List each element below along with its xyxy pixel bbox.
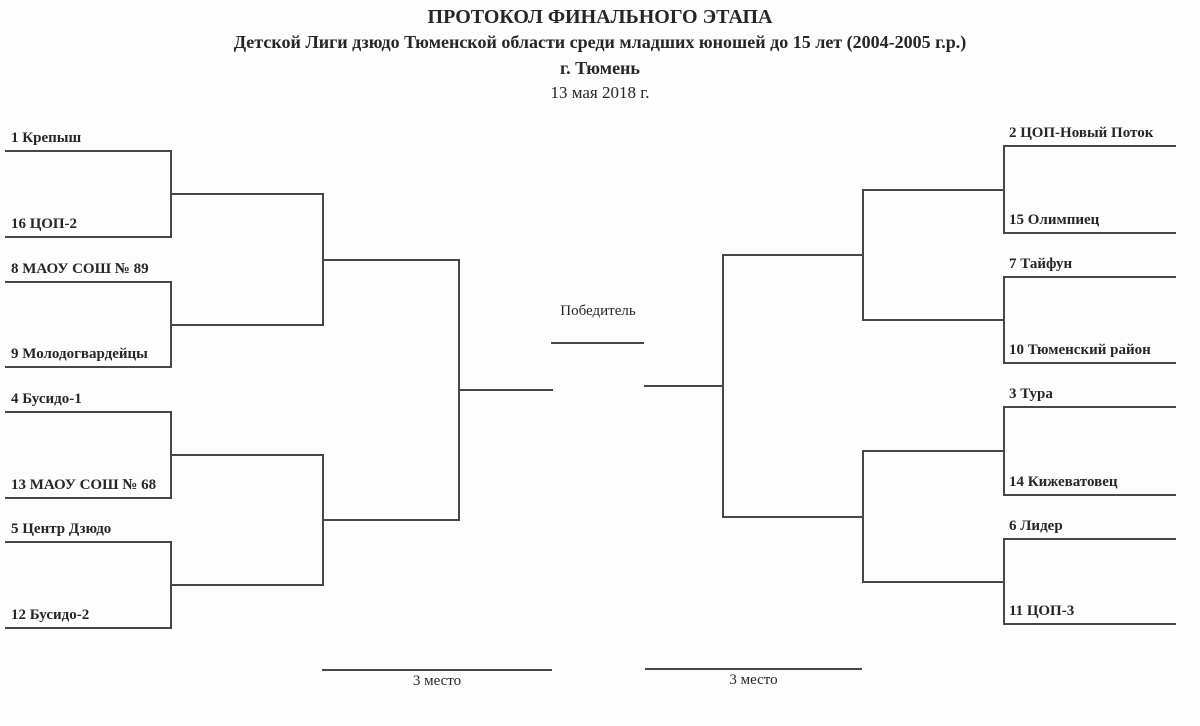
third-place-line-left: [322, 669, 552, 671]
round2-line-right-3: [862, 450, 1005, 452]
round2-line-left-4: [170, 584, 324, 586]
final-line-left: [458, 389, 553, 391]
team-label-right-3: 7 Тайфун: [1009, 256, 1073, 272]
third-place-line-right: [645, 668, 862, 670]
page-city: г. Тюмень: [560, 58, 640, 78]
final-line-right: [644, 385, 724, 387]
match-line-right-3: [1003, 276, 1176, 278]
page-date: 13 мая 2018 г.: [550, 83, 650, 102]
match-line-left-1: [5, 150, 172, 152]
match-line-right-6: [1003, 494, 1176, 496]
semifinal-line-left-1: [322, 259, 460, 261]
match-line-left-8: [5, 627, 172, 629]
match-line-left-2: [5, 236, 172, 238]
round2-line-left-1: [170, 193, 324, 195]
team-label-right-4: 10 Тюменский район: [1009, 342, 1151, 358]
round2-line-right-4: [862, 581, 1005, 583]
third-place-label-left: 3 место: [412, 673, 462, 689]
match-line-left-4: [5, 366, 172, 368]
round2-line-left-3: [170, 454, 324, 456]
winner-label: Победитель: [560, 303, 636, 319]
team-label-right-2: 15 Олимпиец: [1009, 212, 1100, 228]
team-label-right-6: 14 Кижеватовец: [1009, 474, 1118, 490]
match-line-left-6: [5, 497, 172, 499]
round2-line-left-2: [170, 324, 324, 326]
team-label-right-7: 6 Лидер: [1009, 518, 1063, 534]
team-label-left-6: 13 МАОУ СОШ № 68: [11, 477, 157, 493]
team-label-left-5: 4 Бусидо-1: [11, 391, 82, 407]
match-line-left-5: [5, 411, 172, 413]
semifinal-line-right-1: [722, 254, 864, 256]
match-line-right-7: [1003, 538, 1176, 540]
semifinal-line-right-2: [722, 516, 864, 518]
team-label-left-2: 16 ЦОП-2: [11, 216, 78, 232]
team-label-right-5: 3 Тура: [1009, 386, 1053, 402]
match-line-right-2: [1003, 232, 1176, 234]
team-label-left-7: 5 Центр Дзюдо: [11, 521, 112, 537]
match-line-left-7: [5, 541, 172, 543]
round2-line-right-2: [862, 319, 1005, 321]
round2-line-right-1: [862, 189, 1005, 191]
semifinal-line-left-2: [322, 519, 460, 521]
team-label-left-8: 12 Бусидо-2: [11, 607, 90, 623]
team-label-left-1: 1 Крепыш: [11, 130, 82, 146]
third-place-label-right: 3 место: [729, 672, 778, 688]
match-line-right-1: [1003, 145, 1176, 147]
page-subtitle: Детской Лиги дзюдо Тюменской области сре…: [233, 32, 967, 52]
match-line-right-5: [1003, 406, 1176, 408]
match-line-right-4: [1003, 362, 1176, 364]
page-title: ПРОТОКОЛ ФИНАЛЬНОГО ЭТАПА: [427, 6, 773, 28]
winner-line: [551, 342, 644, 344]
team-label-left-4: 9 Молодогвардейцы: [11, 346, 148, 362]
team-label-left-3: 8 МАОУ СОШ № 89: [11, 261, 149, 277]
match-line-right-8: [1003, 623, 1176, 625]
match-line-left-3: [5, 281, 172, 283]
team-label-right-1: 2 ЦОП-Новый Поток: [1009, 125, 1154, 141]
team-label-right-8: 11 ЦОП-3: [1009, 603, 1075, 619]
